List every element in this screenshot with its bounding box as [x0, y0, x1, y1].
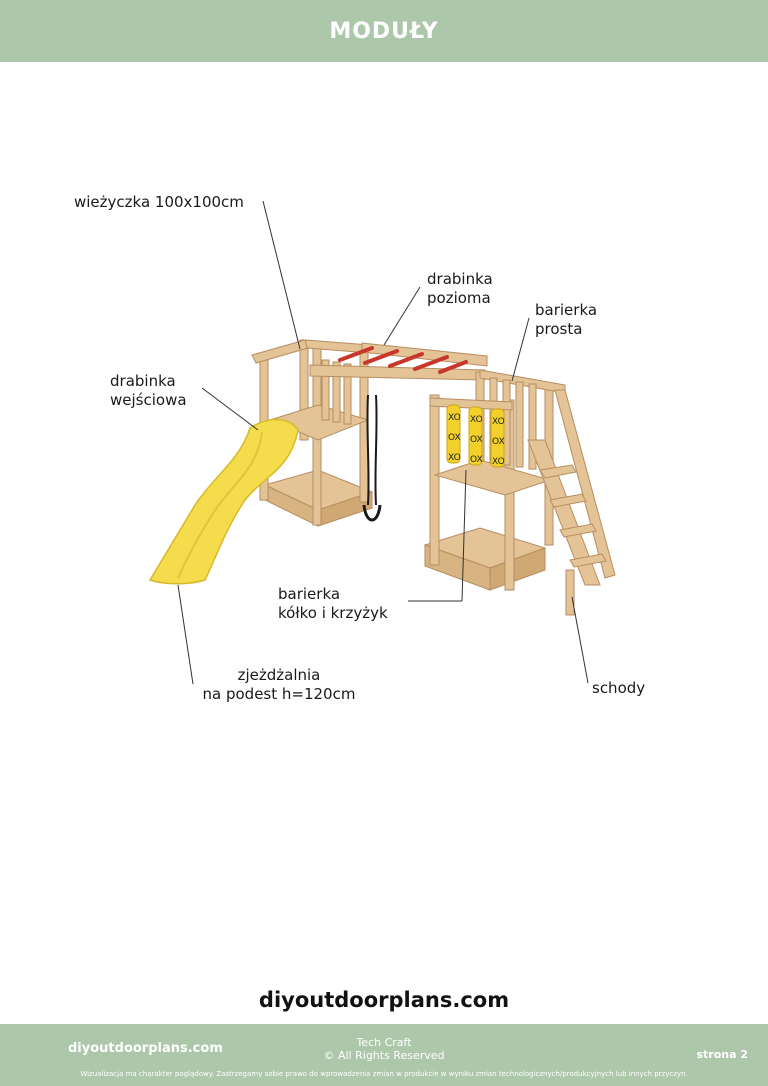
tictactoe-glyph: XO — [492, 417, 505, 427]
stair-step — [559, 523, 597, 538]
footer-company: Tech Craft — [356, 1036, 412, 1049]
barrier-slat — [332, 361, 341, 423]
monkey-bars-beam — [309, 364, 486, 381]
barrier-slat — [528, 383, 537, 470]
footer-credits: Tech Craft © All Rights Reserved — [0, 1036, 768, 1062]
swing-rope — [362, 394, 382, 522]
stair-step — [539, 464, 577, 479]
tictactoe-glyphs: XO OX XO XO OX OX XO OX XO — [448, 413, 505, 467]
barrier-slat — [343, 363, 352, 425]
footer-rights: © All Rights Reserved — [323, 1049, 445, 1062]
label-tower: wieżyczka 100x100cm — [74, 193, 244, 211]
leader-lines — [177, 200, 589, 685]
label-stairs: schody — [592, 679, 646, 697]
second-tower-post — [429, 394, 440, 566]
stair-step — [549, 493, 587, 508]
label-entry-ladder: drabinka wejściowa — [110, 372, 187, 409]
tictactoe-glyph: OX — [448, 433, 461, 443]
page-title: MODUŁY — [329, 18, 439, 44]
page-footer: diyoutdoorplans.com Tech Craft © All Rig… — [0, 1024, 768, 1086]
label-tictactoe-barrier: barierka kółko i krzyżyk — [278, 585, 388, 622]
tictactoe-glyph: XO — [470, 415, 483, 425]
playset-illustration: XO OX XO XO OX OX XO OX XO — [148, 200, 616, 685]
tictactoe-glyph: XO — [448, 413, 461, 423]
tictactoe-glyph: OX — [470, 455, 483, 465]
tictactoe-glyph: XO — [492, 457, 505, 467]
footer-site-url[interactable]: diyoutdoorplans.com — [68, 1041, 223, 1056]
label-straight-barrier: barierka prosta — [535, 301, 598, 338]
page-header: MODUŁY — [0, 0, 768, 62]
monkey-bars-beam — [361, 342, 488, 367]
footer-disclaimer: Wizualizacja ma charakter poglądowy. Zas… — [80, 1070, 688, 1078]
barrier-slat — [515, 381, 524, 468]
tictactoe-glyph: OX — [492, 437, 505, 447]
label-slide: zjeżdżalnia na podest h=120cm — [202, 666, 356, 703]
page-number: strona 2 — [696, 1048, 748, 1061]
slide — [148, 418, 299, 585]
tictactoe-glyph: OX — [470, 435, 483, 445]
stairs-post — [565, 569, 575, 616]
stair-step — [569, 553, 607, 568]
tictactoe-cylinders — [446, 404, 505, 468]
module-diagram: XO OX XO XO OX OX XO OX XO — [0, 62, 768, 962]
barrier-slat — [321, 359, 330, 421]
tictactoe-glyph: XO — [448, 453, 461, 463]
site-url-large[interactable]: diyoutdoorplans.com — [258, 988, 510, 1012]
stairs-handrail — [554, 389, 616, 579]
label-monkey-bars: drabinka pozioma — [427, 270, 493, 307]
monkey-bar-rungs — [338, 346, 468, 374]
